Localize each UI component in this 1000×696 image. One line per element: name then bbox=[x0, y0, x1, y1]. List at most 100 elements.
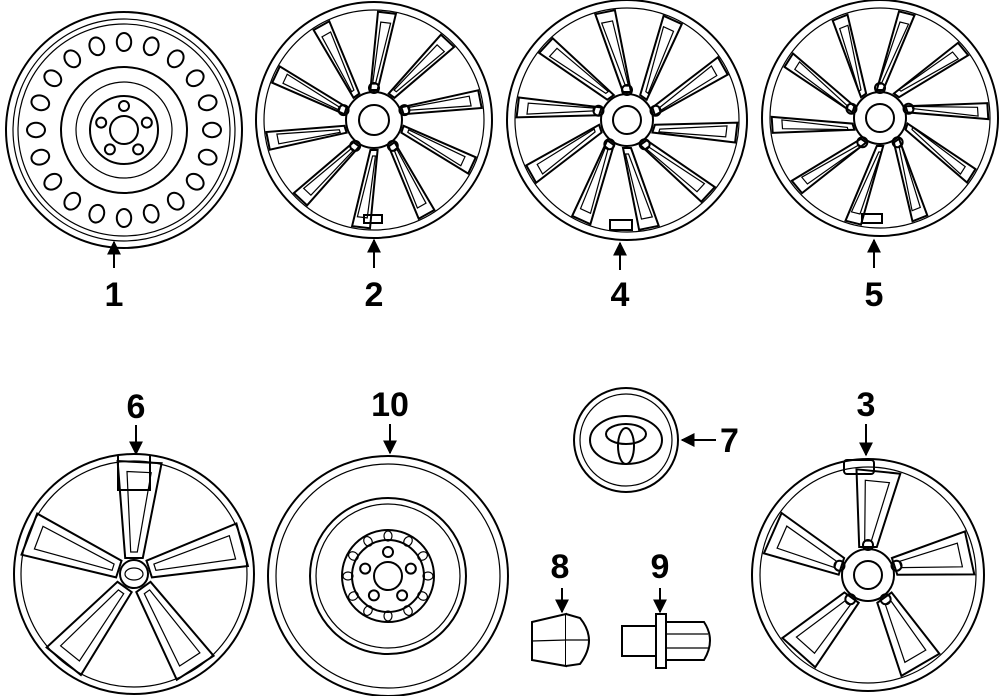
lug-hole bbox=[359, 562, 372, 575]
spoke-groove bbox=[781, 119, 849, 131]
spoke-groove bbox=[838, 24, 862, 93]
steel-wheel-icon[interactable] bbox=[5, 11, 243, 249]
lug-hole bbox=[592, 104, 605, 117]
vent-hole bbox=[166, 191, 185, 211]
vent-hole bbox=[88, 36, 106, 57]
callout-6: 6 bbox=[127, 388, 146, 426]
vent-hole bbox=[422, 571, 434, 581]
spoke bbox=[20, 512, 123, 579]
spoke bbox=[831, 13, 868, 99]
spoke-groove bbox=[282, 73, 341, 112]
spoke bbox=[783, 51, 856, 114]
vent-hole bbox=[363, 535, 373, 547]
vent-hole bbox=[347, 551, 359, 561]
spoke bbox=[515, 96, 603, 119]
vent-hole bbox=[342, 571, 354, 581]
spoke-groove bbox=[850, 151, 883, 215]
lug-hole bbox=[132, 143, 145, 156]
spoke bbox=[762, 511, 846, 576]
vent-hole bbox=[63, 49, 82, 69]
spoke-groove bbox=[579, 145, 609, 215]
alloy-wheel-icon[interactable] bbox=[751, 458, 985, 692]
spoke bbox=[780, 591, 861, 669]
lug-hole bbox=[140, 116, 153, 129]
lug-hole bbox=[844, 593, 857, 606]
spoke-groove bbox=[356, 155, 377, 219]
alloy-wheel-icon[interactable] bbox=[761, 0, 999, 237]
spoke bbox=[524, 123, 603, 185]
spoke-groove bbox=[624, 153, 654, 220]
spoke bbox=[369, 10, 398, 91]
spoke-groove bbox=[407, 128, 466, 167]
spoke-groove bbox=[548, 47, 610, 95]
lug-hole bbox=[396, 589, 409, 602]
spoke-groove bbox=[526, 102, 596, 115]
spoke bbox=[770, 115, 856, 134]
lug-hole bbox=[833, 559, 846, 572]
center-cap-icon[interactable] bbox=[573, 387, 679, 493]
vent-hole bbox=[26, 121, 46, 139]
vent-hole bbox=[363, 605, 373, 617]
callout-1: 1 bbox=[105, 276, 124, 314]
spoke bbox=[116, 459, 163, 559]
spoke-groove bbox=[126, 470, 152, 553]
spoke bbox=[890, 530, 976, 576]
lug-hole bbox=[649, 104, 662, 117]
lug-hole bbox=[874, 82, 886, 94]
lug-hole bbox=[386, 139, 399, 152]
vent-hole bbox=[383, 530, 393, 542]
lug-hole bbox=[368, 82, 380, 94]
lug-hole bbox=[621, 84, 633, 96]
lug-hole bbox=[337, 104, 350, 117]
spoke bbox=[265, 124, 348, 151]
spoke-groove bbox=[795, 599, 852, 655]
lug-hole bbox=[95, 116, 108, 129]
spoke-groove bbox=[800, 144, 863, 185]
spoke bbox=[904, 122, 977, 185]
spoke-groove bbox=[393, 147, 427, 209]
spoke bbox=[621, 147, 661, 231]
spoke bbox=[904, 102, 990, 121]
callout-8: 8 bbox=[551, 548, 570, 586]
lug-hole bbox=[118, 100, 130, 112]
spoke bbox=[387, 33, 456, 100]
spoke-groove bbox=[393, 43, 446, 93]
spare-wheel-icon[interactable] bbox=[267, 455, 509, 696]
spoke bbox=[135, 580, 216, 682]
callout-10: 10 bbox=[371, 386, 409, 424]
spoke bbox=[350, 149, 379, 230]
spoke-groove bbox=[276, 129, 341, 145]
spoke-groove bbox=[153, 534, 237, 571]
vent-hole bbox=[142, 36, 160, 57]
vent-hole bbox=[197, 148, 218, 166]
lug-hole bbox=[890, 559, 903, 572]
lug-nut-icon[interactable] bbox=[621, 613, 711, 669]
vent-hole bbox=[43, 69, 63, 88]
spoke-groove bbox=[776, 525, 838, 569]
vent-hole bbox=[88, 203, 106, 224]
vent-hole bbox=[63, 191, 82, 211]
spoke bbox=[312, 19, 361, 100]
lug-hole bbox=[404, 562, 417, 575]
lug-hole bbox=[603, 138, 616, 151]
vent-hole bbox=[383, 610, 393, 622]
callout-4: 4 bbox=[611, 276, 630, 314]
spoke bbox=[844, 145, 885, 226]
spoke bbox=[790, 137, 868, 195]
alloy-wheel-icon[interactable] bbox=[506, 0, 748, 241]
vent-hole bbox=[115, 32, 133, 52]
spoke-groove bbox=[644, 145, 706, 193]
spoke-groove bbox=[536, 128, 596, 175]
callout-5: 5 bbox=[865, 276, 884, 314]
lug-nut-icon[interactable] bbox=[531, 612, 590, 668]
callout-7: 7 bbox=[720, 422, 739, 460]
callout-9: 9 bbox=[651, 548, 670, 586]
wheel-cover-icon[interactable] bbox=[13, 453, 255, 695]
vent-hole bbox=[403, 535, 413, 547]
alloy-wheel-icon[interactable] bbox=[255, 1, 493, 239]
lug-hole bbox=[638, 138, 651, 151]
vent-hole bbox=[185, 69, 205, 88]
lug-hole bbox=[398, 104, 411, 117]
spoke bbox=[638, 139, 717, 204]
